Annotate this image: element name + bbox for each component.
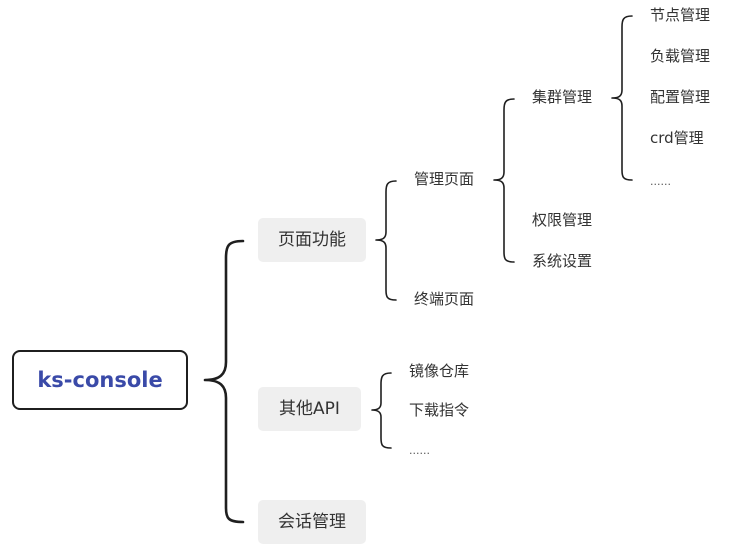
node-crd-management: crd管理	[650, 129, 704, 147]
node-cluster-management: 集群管理	[532, 88, 593, 106]
branch-session-management: 会话管理	[258, 500, 366, 544]
root-label: ks-console	[37, 367, 163, 392]
branch-other-api: 其他API	[258, 387, 361, 431]
branch-other-api-label: 其他API	[279, 398, 340, 419]
branch-page-features-label: 页面功能	[278, 229, 346, 250]
management-page-bracket	[493, 98, 515, 263]
node-management-page: 管理页面	[414, 170, 475, 188]
node-permission-management: 权限管理	[532, 211, 593, 229]
node-image-registry: 镜像仓库	[409, 362, 470, 380]
node-cluster-more: ......	[650, 175, 671, 188]
cluster-management-bracket	[611, 15, 633, 181]
branch-session-management-label: 会话管理	[278, 511, 346, 532]
node-api-more: ......	[409, 444, 430, 457]
branch-page-features: 页面功能	[258, 218, 366, 262]
node-config-management: 配置管理	[650, 88, 711, 106]
root-bracket	[203, 239, 245, 524]
other-api-bracket	[371, 372, 392, 449]
root-node: ks-console	[12, 350, 188, 410]
node-system-settings: 系统设置	[532, 252, 593, 270]
node-workload-management: 负载管理	[650, 47, 711, 65]
node-node-management: 节点管理	[650, 6, 711, 24]
node-terminal-page: 终端页面	[414, 290, 475, 308]
node-download-command: 下载指令	[409, 401, 470, 419]
page-features-bracket	[375, 180, 397, 301]
